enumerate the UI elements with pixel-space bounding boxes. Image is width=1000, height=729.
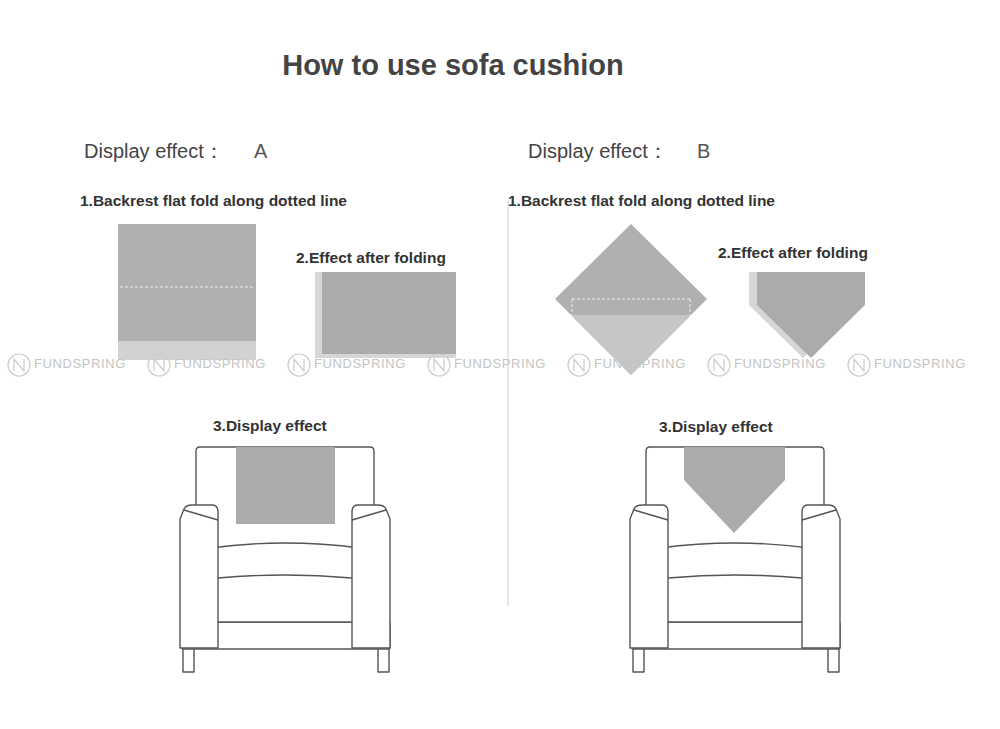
diamond-cushion bbox=[555, 224, 707, 375]
folded-diamond bbox=[749, 272, 865, 358]
folded-square bbox=[315, 272, 456, 358]
watermark-logo bbox=[568, 354, 590, 376]
step-label: 3.Display effect bbox=[213, 417, 327, 435]
watermark-logo bbox=[8, 354, 30, 376]
step-label: 2.Effect after folding bbox=[718, 244, 868, 262]
watermark: FUNDSPRING bbox=[594, 357, 686, 372]
watermark: FUNDSPRING bbox=[314, 357, 406, 372]
watermark-logo bbox=[708, 354, 730, 376]
watermark-logo bbox=[848, 354, 870, 376]
armchair bbox=[180, 447, 390, 672]
section-letter: A bbox=[254, 140, 267, 163]
backrest-cushion bbox=[236, 447, 335, 524]
separator-line bbox=[508, 200, 509, 606]
step-label: 2.Effect after folding bbox=[296, 249, 446, 267]
watermark: FUNDSPRING bbox=[34, 357, 126, 372]
square-cushion bbox=[118, 224, 256, 360]
section-heading: Display effect： bbox=[528, 140, 668, 163]
armchair bbox=[630, 447, 840, 672]
step-label: 3.Display effect bbox=[659, 418, 773, 436]
section-letter: B bbox=[697, 140, 710, 163]
watermark: FUNDSPRING bbox=[734, 357, 826, 372]
watermark: FUNDSPRING bbox=[874, 357, 966, 372]
title: How to use sofa cushion bbox=[282, 49, 624, 82]
watermark-logo bbox=[148, 354, 170, 376]
section-heading: Display effect： bbox=[84, 140, 224, 163]
watermark-logo bbox=[428, 354, 450, 376]
step-label: 1.Backrest flat fold along dotted line bbox=[80, 192, 347, 210]
watermark: FUNDSPRING bbox=[174, 357, 266, 372]
watermark-logo bbox=[288, 354, 310, 376]
backrest-cushion bbox=[684, 447, 785, 533]
watermark: FUNDSPRING bbox=[454, 357, 546, 372]
step-label: 1.Backrest flat fold along dotted line bbox=[508, 192, 775, 210]
